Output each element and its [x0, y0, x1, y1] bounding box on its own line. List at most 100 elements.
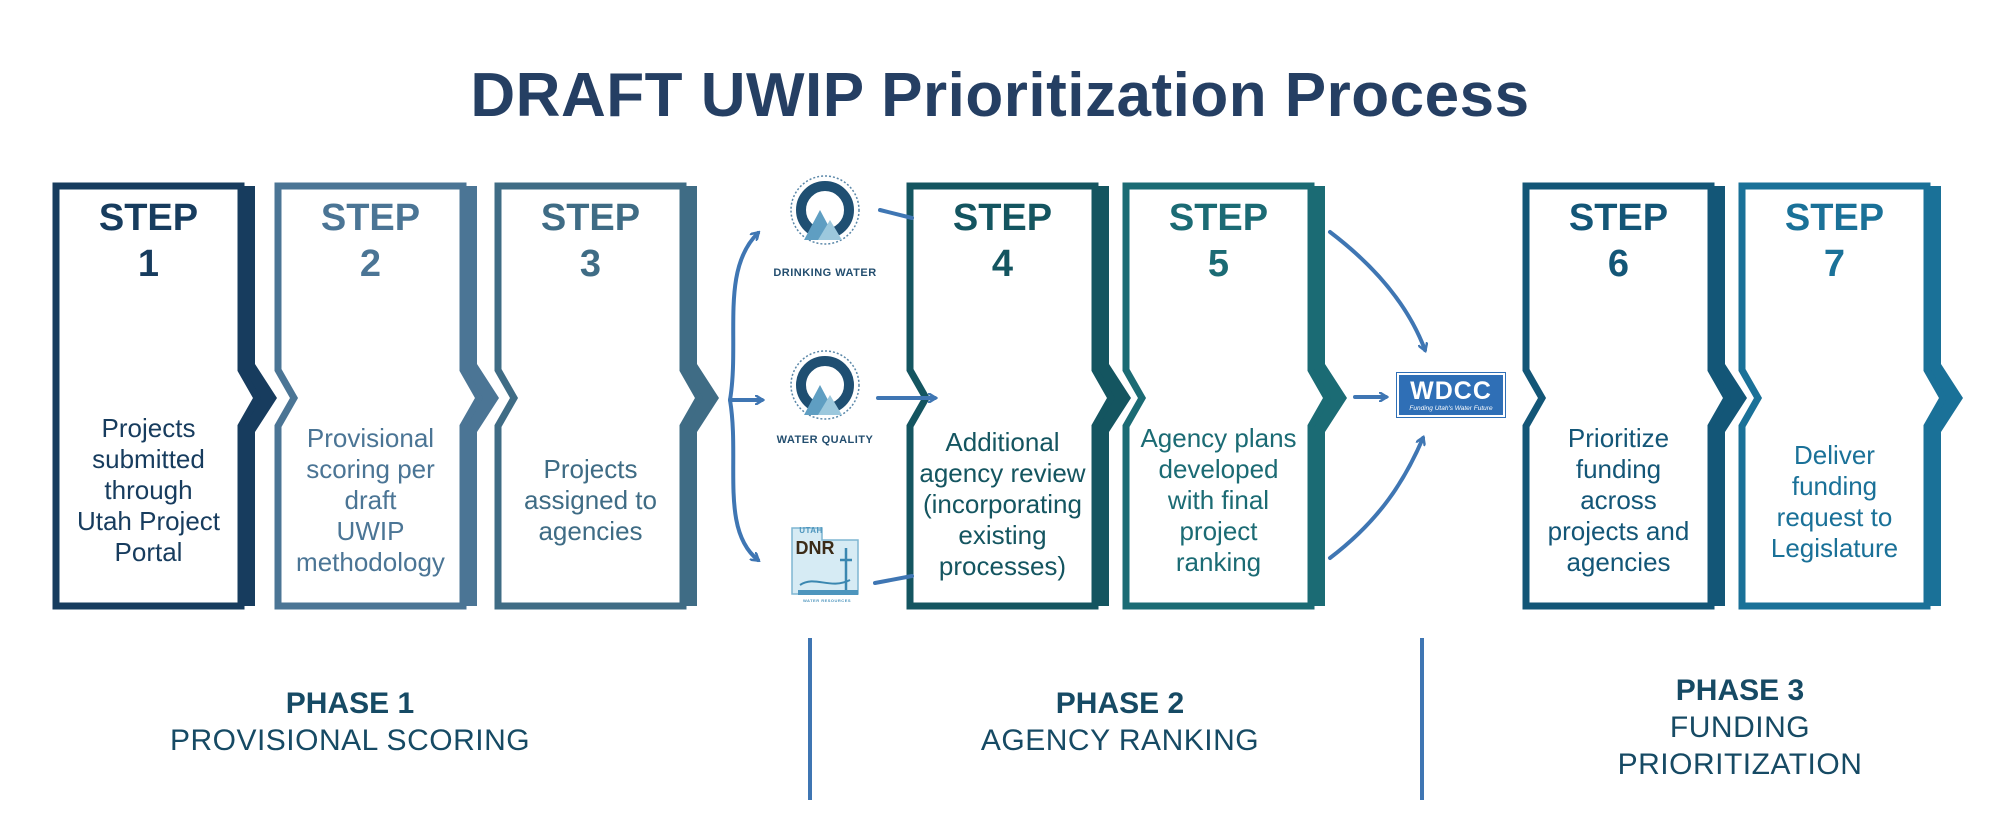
- step-2-number: 2: [359, 243, 382, 285]
- wdcc-name: WDCC: [1410, 377, 1492, 405]
- step-6-shape: [1522, 182, 1747, 610]
- step-2-description-line: UWIP: [336, 516, 405, 546]
- step-7-number: 7: [1823, 243, 1846, 285]
- step-1-description-line: through: [104, 475, 193, 505]
- step-5-description-line: with final: [1167, 485, 1270, 515]
- step-2-description-line: scoring per: [306, 454, 435, 484]
- phase-divider-1: [808, 638, 812, 800]
- step-4-description-line: Additional: [945, 427, 1060, 457]
- step-3-description-line: agencies: [538, 516, 643, 546]
- step-4-shape: [906, 182, 1131, 610]
- arrow-to-dnr: [728, 398, 758, 560]
- phase-1-number: PHASE 1: [285, 687, 415, 720]
- wdcc-tagline: Funding Utah's Water Future: [1409, 405, 1493, 412]
- line-dw-to-step4: [878, 208, 914, 220]
- step-7-shape: [1738, 182, 1963, 610]
- step-6-description-line: agencies: [1566, 547, 1671, 577]
- dnr-water-resources-label: WATER RESOURCES: [802, 598, 852, 603]
- phase-1-name: PROVISIONAL SCORING: [169, 724, 531, 757]
- step-3-label: STEP: [540, 197, 641, 239]
- step-4-description-line: existing: [958, 520, 1047, 550]
- step-1-description-line: Portal: [114, 537, 183, 567]
- step-5-description-line: developed: [1158, 454, 1279, 484]
- dnr-water-resources-logo-icon: [791, 527, 859, 595]
- step-6-card: [1522, 182, 1732, 610]
- phase-3-number: PHASE 3: [1675, 674, 1805, 707]
- step-3-card: [494, 182, 704, 610]
- step-7-description-line: Legislature: [1770, 533, 1899, 563]
- step-1-description-line: Utah Project: [76, 506, 221, 536]
- phase-2-label: PHASE 2 AGENCY RANKING: [870, 685, 1370, 759]
- step-7-label: STEP: [1784, 197, 1885, 239]
- step-7-description-line: request to: [1776, 502, 1893, 532]
- step-6-description-line: across: [1580, 485, 1657, 515]
- step-5-description-line: project: [1179, 516, 1258, 546]
- drinking-water-label: DRINKING WATER: [773, 267, 877, 279]
- step-4-description-line: processes): [938, 551, 1067, 581]
- step-5-number: 5: [1207, 243, 1230, 285]
- step-7-description-line: Deliver: [1794, 440, 1875, 470]
- arrow-step5-to-wdcc-top: [1328, 230, 1425, 350]
- drinking-water-logo-icon: [790, 175, 860, 245]
- step-1-description-line: Projects: [101, 413, 196, 443]
- step-5-label: STEP: [1168, 197, 1269, 239]
- step-2-description-line: Provisional: [306, 423, 435, 453]
- step-2-card: [274, 182, 484, 610]
- dnr-label: DNR: [795, 538, 835, 558]
- phase-3-name-line2: PRIORITIZATION: [1617, 748, 1863, 781]
- step-6-number: 6: [1607, 243, 1630, 285]
- phase-divider-2: [1420, 638, 1424, 800]
- connector-arrows: [728, 208, 1425, 585]
- step-1-card: [52, 182, 262, 610]
- phase-3-label: PHASE 3 FUNDING PRIORITIZATION: [1490, 672, 1990, 783]
- step-shapes: [52, 182, 1963, 610]
- arrow-step5-to-wdcc-bottom: [1328, 438, 1423, 560]
- step-2-description-line: draft: [344, 485, 397, 515]
- step-6-description-line: funding: [1575, 454, 1662, 484]
- step-4-label: STEP: [952, 197, 1053, 239]
- line-dnr-to-step4: [873, 574, 914, 585]
- step-4-description-line: (incorporating: [923, 489, 1082, 519]
- step-4-description-line: agency review: [919, 458, 1086, 488]
- step-2-description-line: methodology: [296, 547, 445, 577]
- step-3-description-line: Projects: [543, 454, 638, 484]
- step-4-card: [906, 182, 1116, 610]
- step-3-shape: [494, 182, 719, 610]
- step-7-description-line: funding: [1791, 471, 1878, 501]
- page-title: DRAFT UWIP Prioritization Process: [470, 61, 1530, 130]
- step-3-description-line: assigned to: [524, 485, 657, 515]
- dnr-utah-label: UTAH: [799, 526, 823, 535]
- step-6-description-line: Prioritize: [1567, 423, 1670, 453]
- step-5-shape: [1122, 182, 1347, 610]
- phase-3-name-line1: FUNDING: [1669, 711, 1811, 744]
- step-7-card: [1738, 182, 1948, 610]
- step-5-card: [1122, 182, 1332, 610]
- step-2-shape: [274, 182, 499, 610]
- phase-2-name: AGENCY RANKING: [980, 724, 1260, 757]
- phase-1-label: PHASE 1 PROVISIONAL SCORING: [100, 685, 600, 759]
- wdcc-logo: WDCC Funding Utah's Water Future: [1396, 372, 1506, 418]
- step-1-label: STEP: [98, 197, 199, 239]
- step-1-shape: [52, 182, 277, 610]
- step-1-description-line: submitted: [92, 444, 205, 474]
- step-5-description-line: ranking: [1175, 547, 1262, 577]
- step-6-label: STEP: [1568, 197, 1669, 239]
- water-quality-logo-icon: [790, 350, 860, 420]
- step-3-number: 3: [579, 243, 602, 285]
- phase-2-number: PHASE 2: [1055, 687, 1185, 720]
- step-2-label: STEP: [320, 197, 421, 239]
